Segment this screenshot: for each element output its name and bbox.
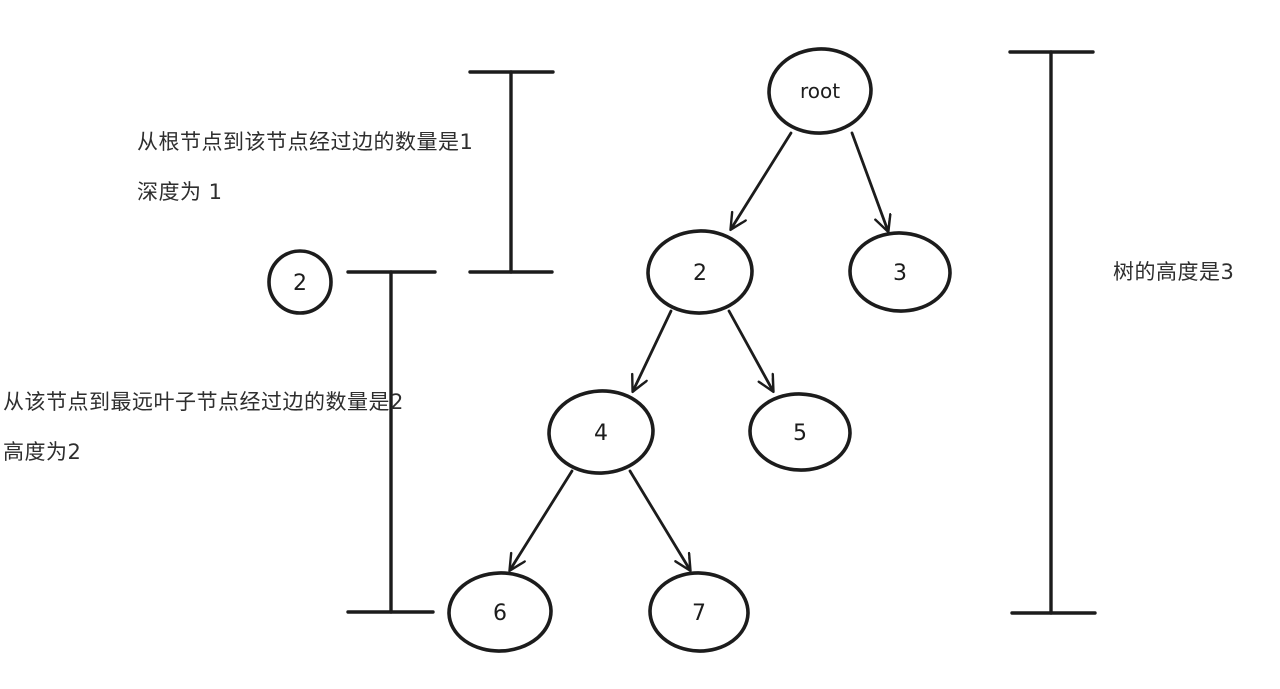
height-annotation-line2: 高度为2 [3,440,82,464]
node-6: 6 [447,571,553,653]
node-6-label: 6 [493,601,507,626]
node-root-label: root [800,79,840,103]
tree-height-annotation: 树的高度是3 [1113,260,1235,284]
edge-4-to-6 [510,469,574,570]
edge-2-to-4 [633,309,673,391]
edge-root-to-2 [731,131,793,229]
tree-height-measure-bracket [1008,50,1097,615]
node-5: 5 [748,392,852,472]
side-example-node: 2 [267,249,333,315]
edge-root-to-3 [850,131,888,231]
node-7: 7 [648,571,750,653]
node-3: 3 [848,231,952,313]
depth-annotation-line1: 从根节点到该节点经过边的数量是1 [137,130,474,154]
node-4-label: 4 [594,421,608,446]
node-3-label: 3 [893,261,907,286]
edge-4-to-7 [628,469,690,570]
edge-2-to-5 [727,309,773,391]
node-7-label: 7 [692,601,706,626]
node-root: root [767,47,873,135]
node-5-label: 5 [793,421,807,446]
side-example-node-label: 2 [293,271,307,296]
height-measure-bracket [346,270,437,614]
node-2-label: 2 [693,261,707,286]
depth-measure-bracket [468,70,555,274]
node-2: 2 [646,229,754,315]
depth-annotation-line2: 深度为 1 [137,180,223,204]
height-annotation-line1: 从该节点到最远叶子节点经过边的数量是2 [3,390,404,414]
node-4: 4 [547,389,655,475]
